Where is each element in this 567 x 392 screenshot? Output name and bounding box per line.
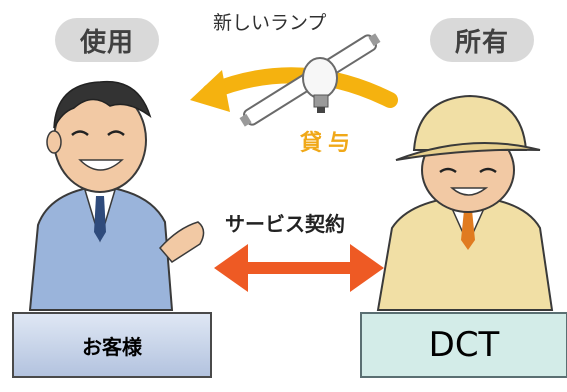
new-lamp-label: 新しいランプ <box>213 12 327 34</box>
lend-arrow <box>190 67 398 112</box>
own-label: 所有 <box>430 18 534 62</box>
customer-box: お客様 <box>12 312 212 378</box>
contract-arrow <box>214 244 384 292</box>
company-box: DCT <box>360 312 567 378</box>
customer-illustration <box>28 80 205 311</box>
use-label: 使用 <box>55 18 159 62</box>
worker-illustration <box>376 94 554 311</box>
lamp-icon <box>239 33 381 127</box>
lend-label: 貸与 <box>300 131 357 156</box>
service-contract-label: サービス契約 <box>225 212 345 236</box>
